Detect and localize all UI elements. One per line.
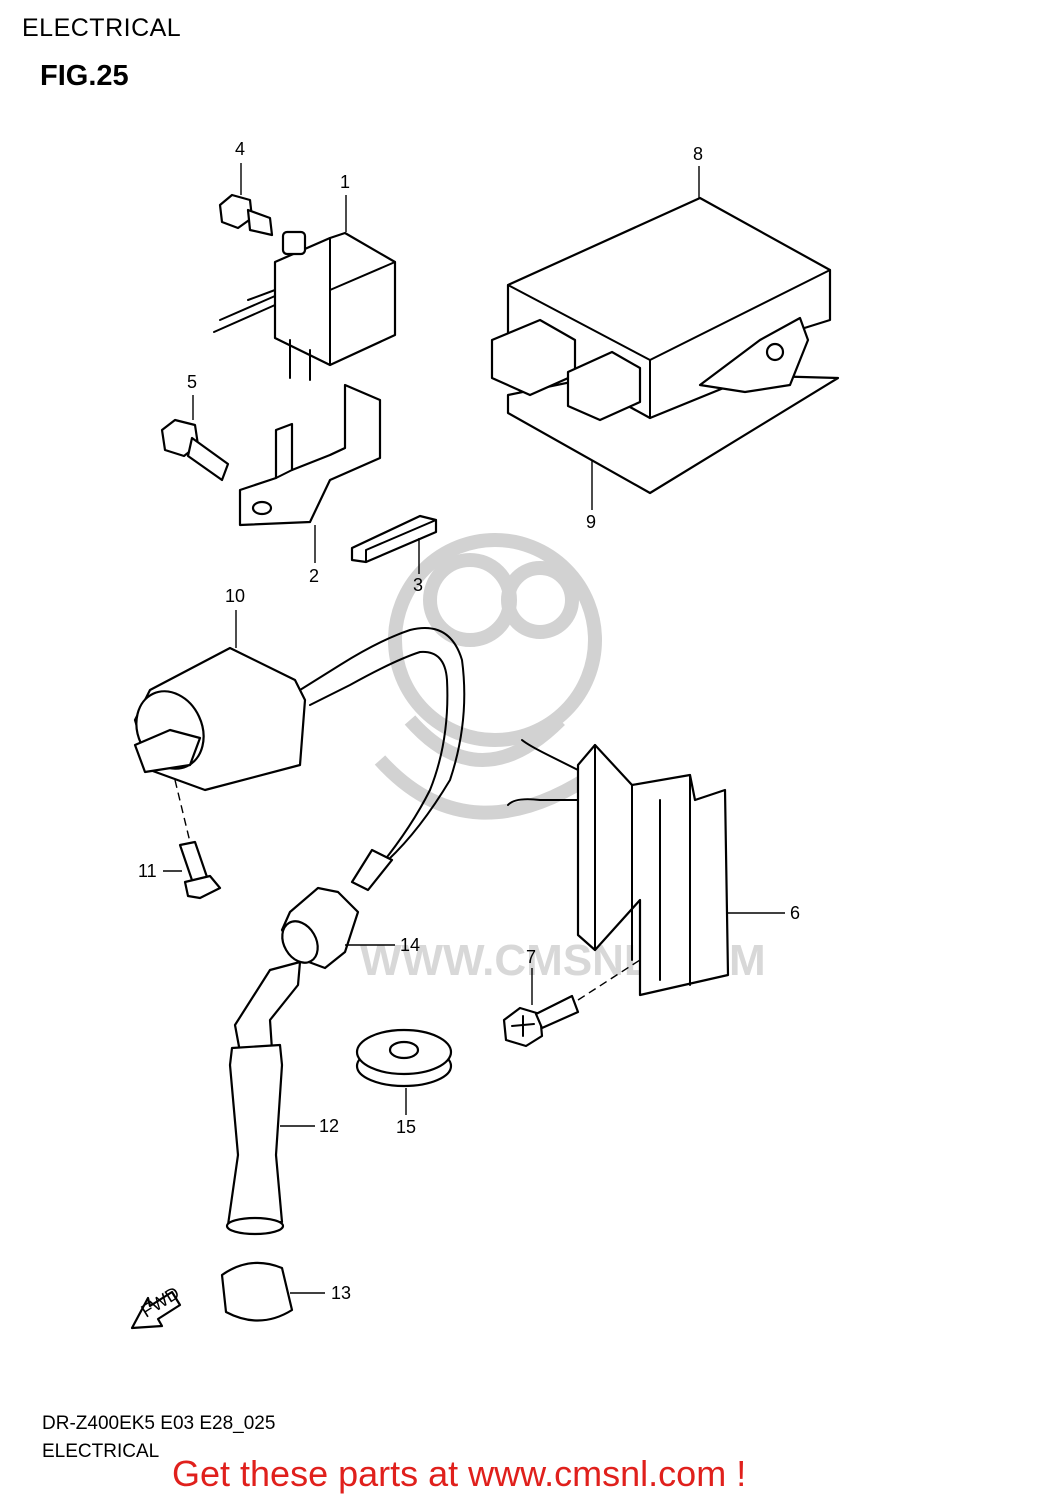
part-cap-seal bbox=[280, 886, 360, 970]
part-cushion bbox=[350, 514, 438, 564]
callout-10: 10 bbox=[225, 586, 245, 606]
part-cdi-unit bbox=[490, 196, 840, 495]
callout-3: 3 bbox=[413, 575, 423, 595]
model-code: DR-Z400EK5 E03 E28_025 bbox=[42, 1413, 276, 1434]
part-ignition-coil bbox=[133, 627, 466, 892]
part-bolt-7 bbox=[502, 994, 580, 1048]
part-plug-boot bbox=[220, 1261, 294, 1322]
callout-6: 6 bbox=[790, 903, 800, 923]
part-regulator bbox=[507, 739, 730, 997]
figure-number: FIG.25 bbox=[40, 60, 129, 92]
callout-7: 7 bbox=[526, 947, 536, 967]
callout-14: 14 bbox=[400, 935, 420, 955]
callout-4: 4 bbox=[235, 139, 245, 159]
callout-12: 12 bbox=[319, 1116, 339, 1136]
callout-9: 9 bbox=[586, 512, 596, 532]
callout-2: 2 bbox=[309, 566, 319, 586]
footer-section: ELECTRICAL bbox=[42, 1441, 160, 1462]
part-bracket bbox=[238, 383, 382, 527]
part-grommet bbox=[355, 1028, 453, 1088]
fwd-arrow-icon: FWD bbox=[130, 1283, 183, 1330]
part-bolt-4 bbox=[218, 193, 274, 237]
leader-lines bbox=[163, 163, 785, 1294]
section-header: ELECTRICAL bbox=[22, 14, 182, 42]
callout-labels: 4 1 5 2 3 8 9 10 11 14 6 7 12 15 13 bbox=[138, 139, 800, 1303]
part-plug-cap bbox=[225, 960, 302, 1236]
promo-link[interactable]: Get these parts at www.cmsnl.com ! bbox=[172, 1453, 747, 1494]
part-bolt-5 bbox=[160, 418, 230, 482]
callout-8: 8 bbox=[693, 144, 703, 164]
callout-5: 5 bbox=[187, 372, 197, 392]
callout-13: 13 bbox=[331, 1283, 351, 1303]
part-screw-11 bbox=[178, 840, 222, 900]
callout-15: 15 bbox=[396, 1117, 416, 1137]
callout-1: 1 bbox=[340, 172, 350, 192]
callout-11: 11 bbox=[138, 861, 157, 881]
part-relay bbox=[213, 230, 397, 381]
